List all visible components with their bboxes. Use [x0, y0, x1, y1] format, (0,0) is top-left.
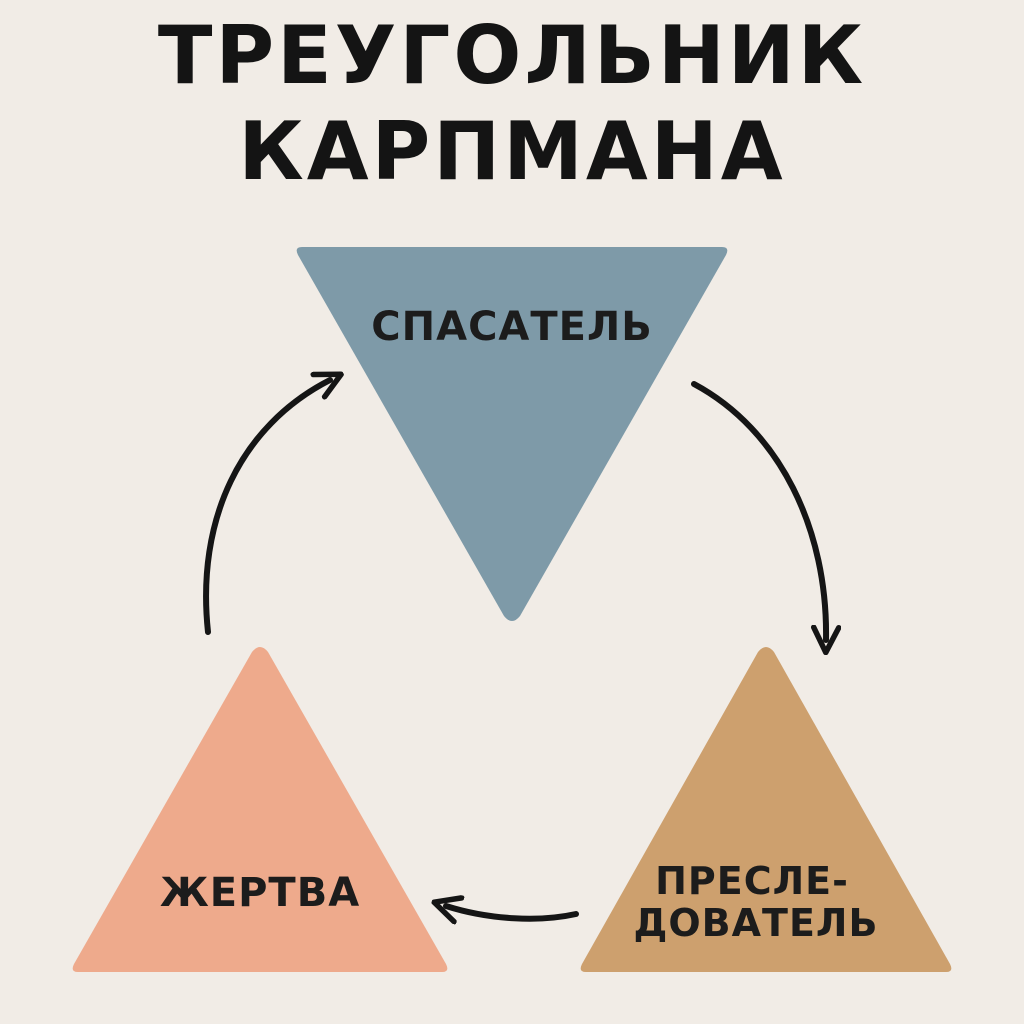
title-line-1: ТРЕУГОЛЬНИК [157, 9, 867, 102]
persecutor-label-line-2: ДОВАТЕЛЬ [634, 901, 879, 945]
title-line-2: КАРПМАНА [238, 105, 786, 198]
rescuer-node: СПАСАТЕЛЬ [296, 247, 728, 621]
victim-node: ЖЕРТВА [72, 647, 448, 972]
persecutor-label-line-1: ПРЕСЛЕ- [655, 859, 849, 903]
victim-label: ЖЕРТВА [160, 870, 360, 916]
arrow-rescuer-to-persecutor [691, 381, 826, 640]
victim-triangle [72, 647, 448, 972]
arrow-persecutor-to-victim [446, 906, 579, 919]
rescuer-triangle [296, 247, 728, 621]
persecutor-node: ПРЕСЛЕ- ДОВАТЕЛЬ [580, 647, 952, 972]
rescuer-label: СПАСАТЕЛЬ [371, 304, 652, 350]
persecutor-triangle [580, 647, 952, 972]
arrow-victim-to-rescuer [203, 380, 330, 635]
page-title: ТРЕУГОЛЬНИК КАРПМАНА [0, 8, 1024, 200]
